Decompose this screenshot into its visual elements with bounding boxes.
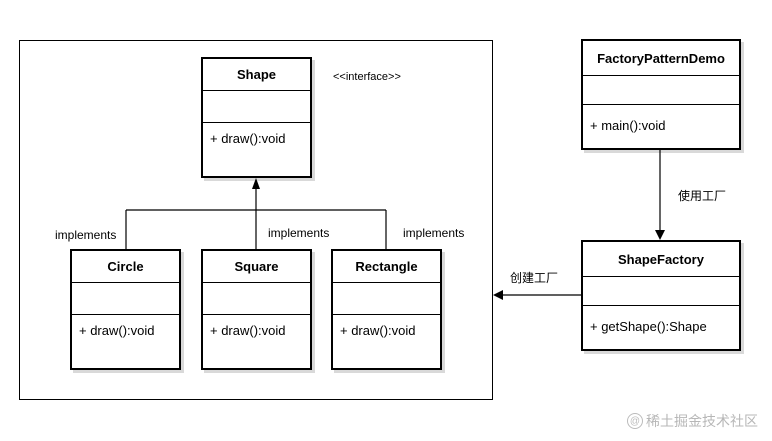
factory-class-box: ShapeFactory + getShape():Shape [581,240,741,351]
uses-factory-label: 使用工厂 [678,189,727,203]
rectangle-class-name: Rectangle [333,251,440,283]
factory-method: + getShape():Shape [590,318,707,334]
shape-stereotype-label: <<interface>> [333,71,401,83]
square-class-name: Square [203,251,310,283]
circle-attributes [72,283,179,315]
circle-class-box: Circle + draw():void [70,249,181,370]
demo-method: + main():void [590,117,666,133]
rectangle-method: + draw():void [340,323,416,338]
shape-attributes [203,91,310,123]
demo-class-box: FactoryPatternDemo + main():void [581,39,741,150]
implements-label-circle: implements [55,228,117,242]
demo-class-name: FactoryPatternDemo [583,41,739,76]
shape-method: + draw():void [210,131,286,146]
rectangle-class-box: Rectangle + draw():void [331,249,442,370]
demo-attributes [583,76,739,105]
shape-package-frame [19,40,493,400]
inheritance-arrowhead [252,178,260,189]
watermark-text: 稀土掘金技术社区 [646,413,758,429]
shape-class-box: Shape + draw():void [201,57,312,178]
circle-class-name: Circle [72,251,179,283]
square-method: + draw():void [210,323,286,338]
implements-label-rectangle: implements [403,226,465,240]
implements-label-square: implements [268,226,330,240]
demo-to-factory-arrowhead [655,230,665,240]
factory-attributes [583,277,739,306]
watermark: @ 稀土掘金技术社区 [627,411,758,431]
creates-factory-label: 创建工厂 [510,271,559,285]
factory-class-name: ShapeFactory [583,242,739,277]
square-class-box: Square + draw():void [201,249,312,370]
rectangle-attributes [333,283,440,315]
shape-class-name: Shape [203,59,310,91]
square-attributes [203,283,310,315]
circle-method: + draw():void [79,323,155,338]
at-sign-icon: @ [627,413,643,429]
factory-to-frame-arrowhead [493,290,503,300]
